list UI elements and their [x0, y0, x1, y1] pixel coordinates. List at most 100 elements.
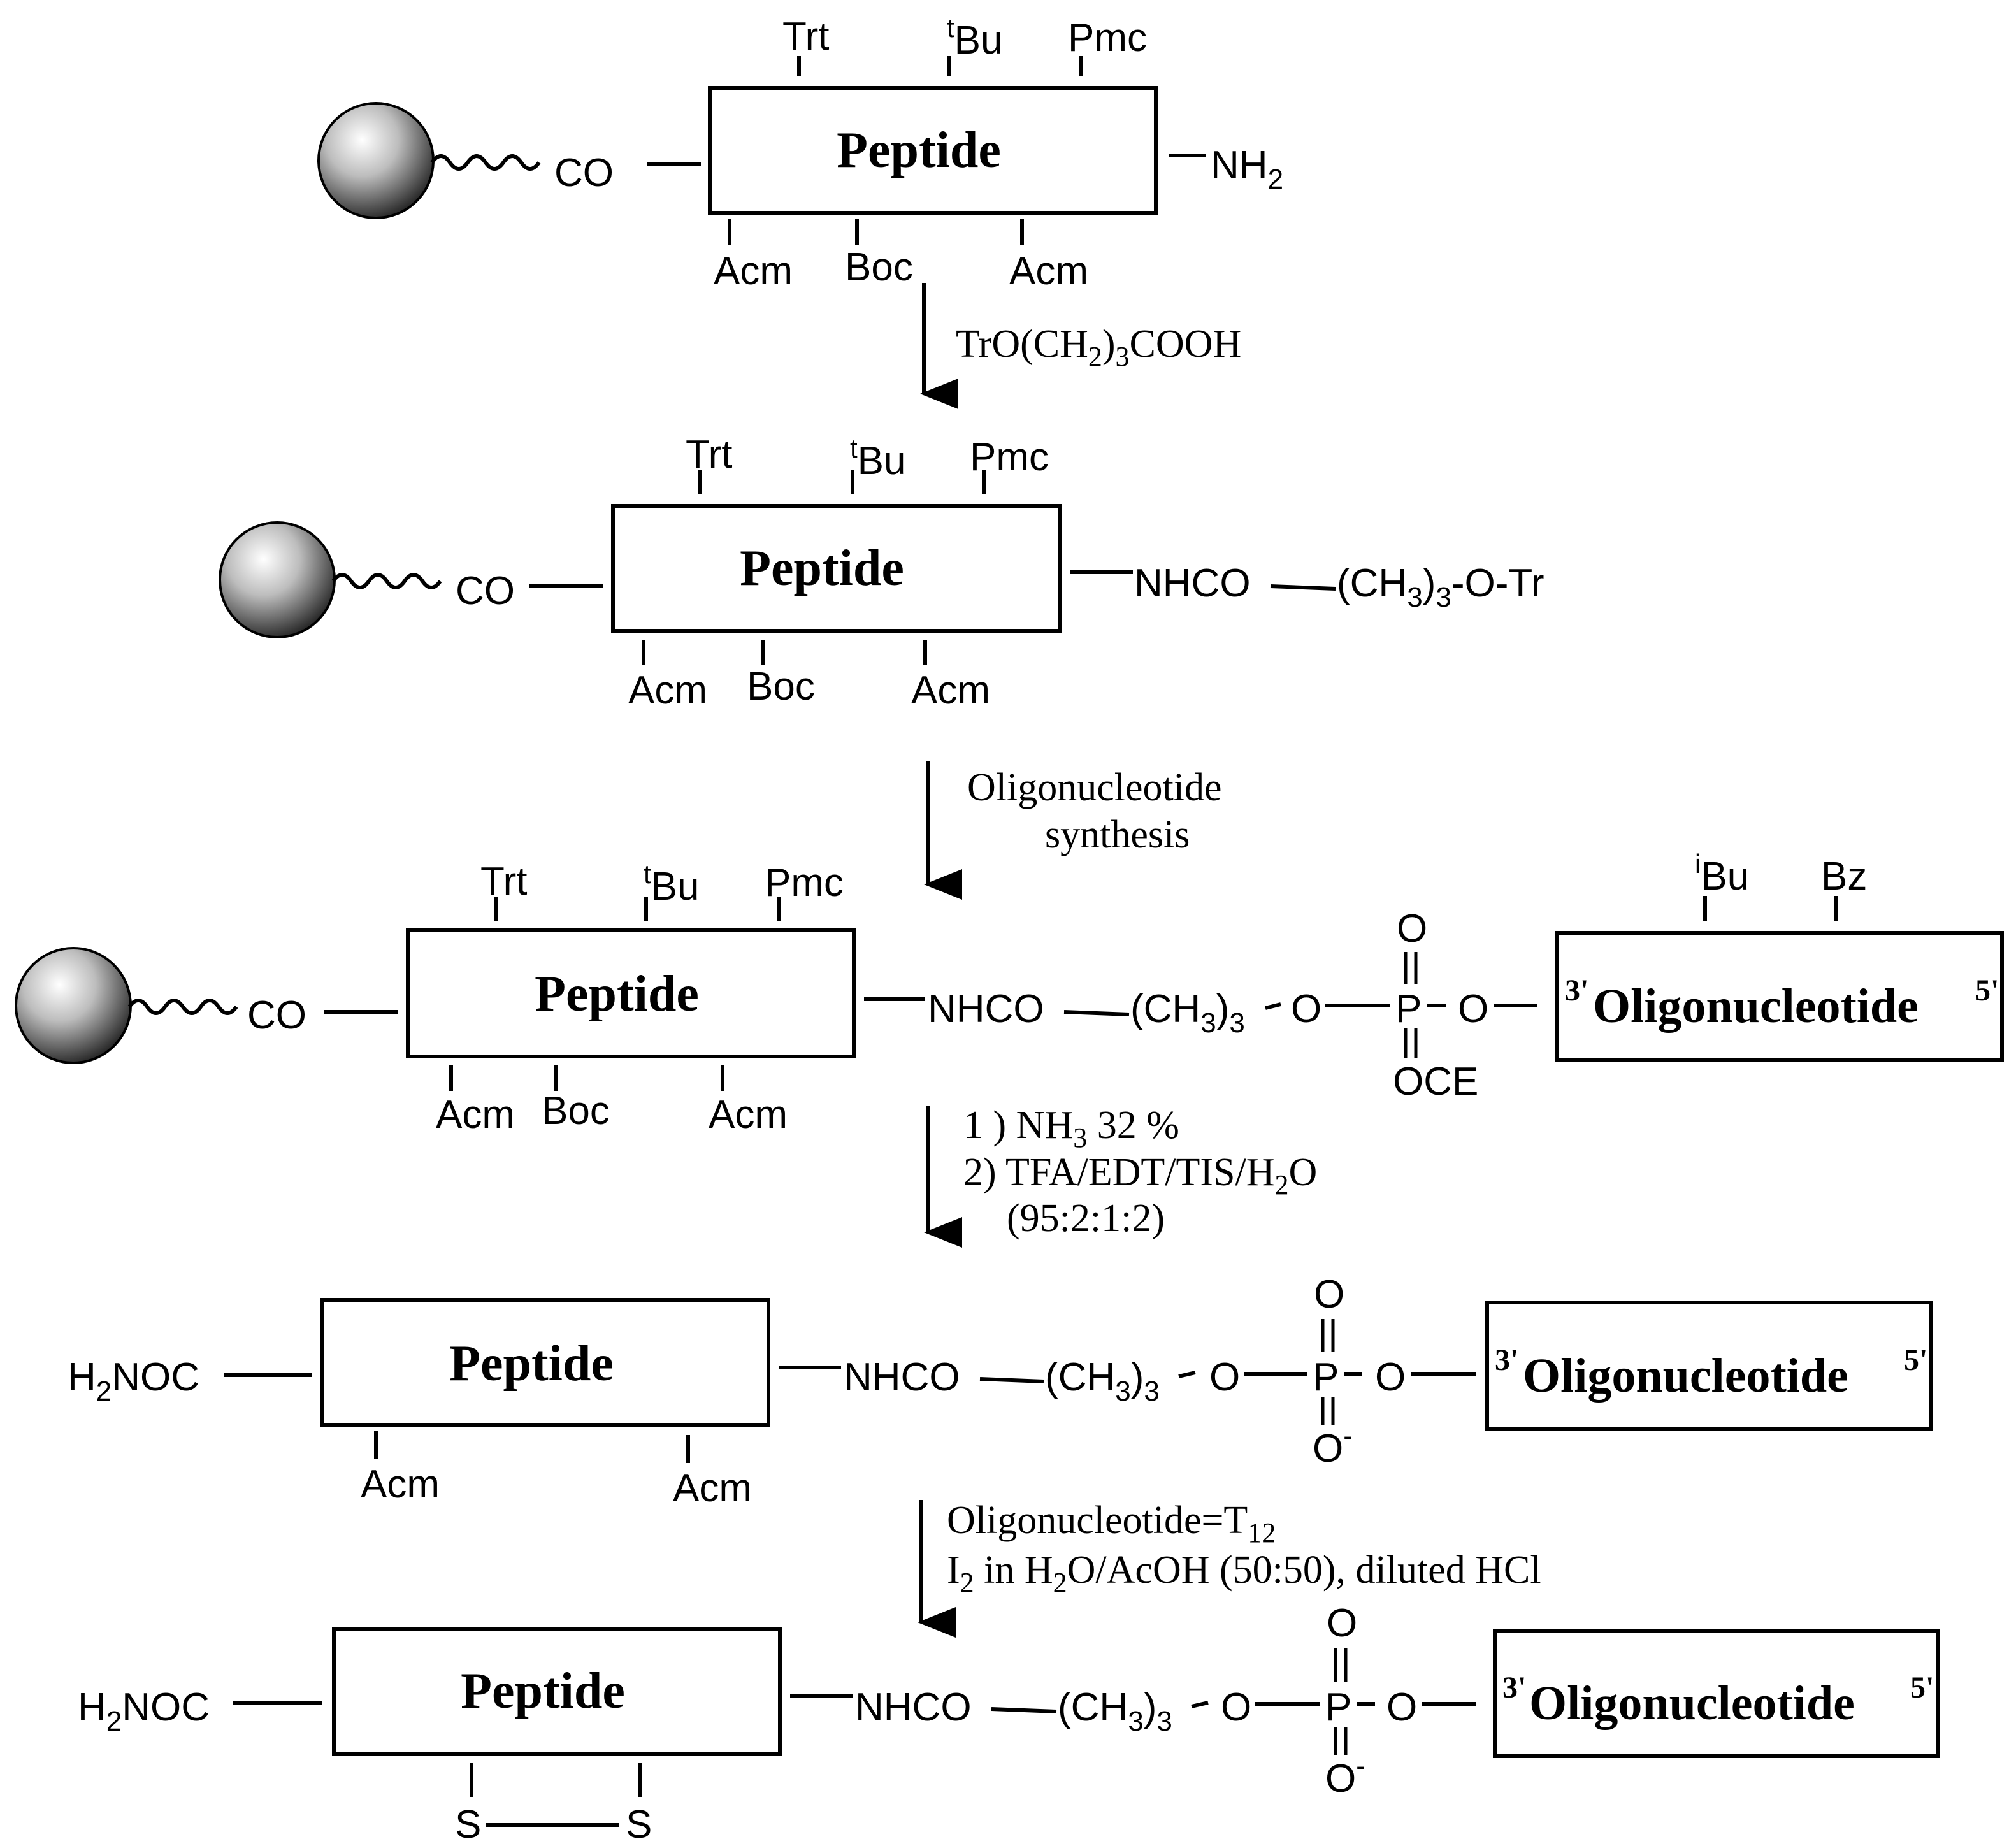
h2noc-label: H2NOC	[68, 1355, 199, 1407]
bond	[1270, 584, 1336, 591]
resin-bead-icon	[15, 947, 132, 1064]
peptide-box	[320, 1298, 770, 1427]
peptide-label: Peptide	[740, 540, 904, 596]
co-label: CO	[554, 151, 614, 195]
condition-step4-line2: I2 in H2O/AcOH (50:50), diluted HCl	[947, 1548, 1541, 1598]
prime-3-label: 3'	[1502, 1671, 1526, 1705]
ch3-label: (CH3)3	[1058, 1685, 1172, 1737]
ch3-label: (CH3)3-O-Tr	[1337, 561, 1544, 613]
linker-wavy-line	[331, 573, 442, 589]
phosphorus-label: P	[1325, 1685, 1351, 1729]
oligonucleotide-label: Oligonucleotide	[1593, 979, 1919, 1033]
phosphorus-label: P	[1395, 987, 1422, 1031]
acm-label: Acm	[709, 1093, 788, 1137]
h2noc-label: H2NOC	[78, 1685, 210, 1737]
linker-wavy-line	[127, 999, 238, 1015]
o-minus-label: O-	[1313, 1420, 1353, 1471]
trt-label: Trt	[480, 860, 527, 904]
acm-label: Acm	[1009, 249, 1088, 293]
pmc-label: Pmc	[970, 435, 1049, 479]
resin-bead-icon	[219, 521, 336, 638]
peptide-box	[708, 86, 1158, 215]
boc-label: Boc	[542, 1089, 610, 1133]
oxygen-label: O	[1458, 987, 1488, 1031]
ch3-label: (CH3)3	[1130, 987, 1245, 1039]
oxygen-label: O	[1209, 1355, 1240, 1399]
oxygen-label: O	[1314, 1273, 1344, 1316]
nhco-label: NHCO	[1134, 561, 1251, 605]
tbu-label: tBu	[850, 433, 906, 483]
o-minus-label: O-	[1325, 1750, 1365, 1801]
nhco-label: NHCO	[928, 987, 1044, 1031]
co-label: CO	[456, 569, 515, 613]
oligonucleotide-box	[1485, 1301, 1933, 1431]
boc-label: Boc	[845, 245, 913, 289]
acm-label: Acm	[714, 249, 793, 293]
peptide-label: Peptide	[449, 1336, 614, 1392]
compound-1: CO Peptide NH2 Trt tBu Pmc Acm Boc Acm	[317, 13, 1283, 293]
peptide-box	[406, 928, 856, 1058]
acm-label: Acm	[911, 668, 990, 712]
condition-step4-line1: Oligonucleotide=T12	[947, 1499, 1276, 1548]
nh2-label: NH2	[1211, 143, 1283, 195]
compound-4: H2NOC Peptide NHCO (CH3)3 O P O O O- 3' …	[68, 1273, 1933, 1510]
peptide-label: Peptide	[837, 122, 1001, 178]
ibu-label: iBu	[1695, 849, 1749, 898]
prime-5-label: 5'	[1904, 1343, 1927, 1377]
ch3-label: (CH3)3	[1045, 1355, 1160, 1407]
bond	[979, 1377, 1044, 1383]
prime-3-label: 3'	[1565, 974, 1588, 1007]
sulfur-label: S	[626, 1803, 652, 1846]
oxygen-label: O	[1386, 1685, 1417, 1729]
tbu-label: tBu	[947, 13, 1003, 62]
trt-label: Trt	[782, 15, 829, 59]
peptide-label: Peptide	[535, 966, 699, 1022]
acm-label: Acm	[673, 1466, 752, 1510]
bond	[1265, 1002, 1281, 1010]
compound-2: CO Peptide NHCO (CH3)3-O-Tr Trt tBu Pmc …	[219, 433, 1544, 712]
peptide-box	[611, 504, 1062, 633]
oligonucleotide-box	[1493, 1629, 1940, 1758]
oxygen-label: O	[1327, 1601, 1357, 1645]
compound-3: CO Peptide NHCO (CH3)3 O P O O OCE 3' Ol…	[15, 849, 2004, 1137]
condition-step1: TrO(CH2)3COOH	[956, 322, 1241, 372]
condition-step3-line1: 1 ) NH3 32 %	[963, 1104, 1179, 1153]
oligonucleotide-label: Oligonucleotide	[1529, 1677, 1855, 1730]
oligonucleotide-box	[1555, 931, 2004, 1062]
oligonucleotide-label: Oligonucleotide	[1523, 1349, 1848, 1403]
condition-step3-line2: 2) TFA/EDT/TIS/H2O	[963, 1151, 1317, 1201]
peptide-label: Peptide	[461, 1663, 625, 1719]
oxygen-label: O	[1397, 907, 1427, 951]
oxygen-label: O	[1221, 1685, 1251, 1729]
tbu-label: tBu	[644, 859, 700, 909]
bond	[1191, 1701, 1209, 1708]
sulfur-label: S	[455, 1803, 481, 1846]
pmc-label: Pmc	[765, 861, 844, 905]
prime-3-label: 3'	[1495, 1343, 1518, 1377]
oxygen-label: O	[1291, 987, 1321, 1031]
condition-step2-line1: Oligonucleotide	[967, 766, 1221, 809]
acm-label: Acm	[628, 668, 707, 712]
bond	[1178, 1371, 1196, 1378]
oxygen-label: O	[1375, 1355, 1406, 1399]
prime-5-label: 5'	[1975, 974, 1999, 1007]
acm-label: Acm	[436, 1093, 515, 1137]
acm-label: Acm	[361, 1462, 440, 1506]
peptide-box	[332, 1627, 782, 1756]
trt-label: Trt	[686, 433, 732, 477]
nhco-label: NHCO	[844, 1355, 960, 1399]
compound-5: H2NOC Peptide NHCO (CH3)3 O P O O O- 3' …	[78, 1601, 1940, 1846]
bond	[1063, 1010, 1130, 1016]
bz-label: Bz	[1821, 854, 1867, 898]
co-label: CO	[247, 993, 306, 1037]
prime-5-label: 5'	[1910, 1671, 1934, 1705]
nhco-label: NHCO	[855, 1685, 972, 1729]
oce-label: OCE	[1393, 1060, 1478, 1104]
condition-step2-line2: synthesis	[1045, 813, 1190, 856]
phosphorus-label: P	[1313, 1355, 1339, 1399]
condition-step3-line3: (95:2:1:2)	[1007, 1197, 1165, 1240]
resin-bead-icon	[317, 102, 435, 219]
linker-wavy-line	[430, 154, 541, 171]
bond	[991, 1707, 1057, 1713]
